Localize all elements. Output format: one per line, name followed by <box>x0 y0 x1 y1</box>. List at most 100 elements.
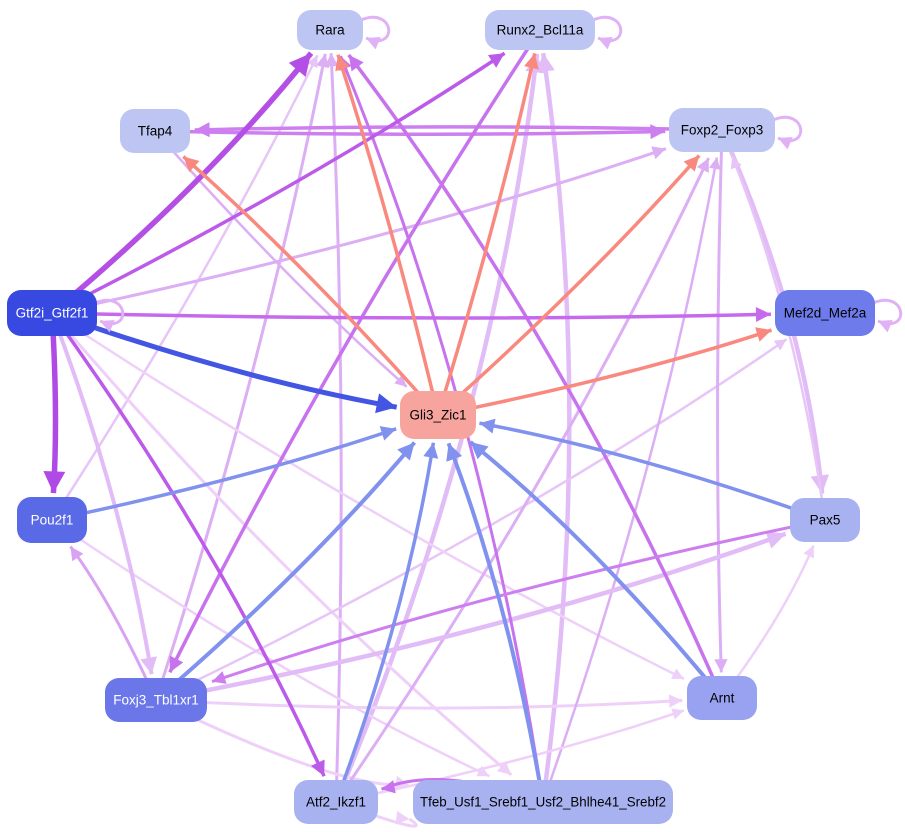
edge-arrowhead <box>714 659 728 673</box>
node-shape-atf2[interactable] <box>294 780 378 824</box>
edge-arrowhead <box>765 531 786 549</box>
edge-arrowhead <box>324 53 339 67</box>
node-shape-gli3[interactable] <box>400 391 476 439</box>
node-shape-runx2[interactable] <box>485 10 595 50</box>
edge-arrowhead <box>650 124 666 140</box>
edge-foxp2-tfap4 <box>194 125 723 132</box>
node-gli3[interactable]: Gli3_Zic1 <box>400 391 476 439</box>
edge-tfeb-gli3 <box>446 442 545 803</box>
edge-gtf2i-atf2 <box>50 311 326 777</box>
edge-gtf2i-runx2 <box>51 51 506 315</box>
edge-gtf2i-pou2f1 <box>49 312 59 494</box>
edge-arrowhead <box>335 54 350 72</box>
edge-arrowhead <box>479 418 496 434</box>
edge-arrowhead <box>100 319 115 333</box>
node-pou2f1[interactable]: Pou2f1 <box>17 497 87 543</box>
edge-atf2-gli3 <box>334 442 436 803</box>
node-shape-gtf2i[interactable] <box>7 290 97 336</box>
edge-arrowhead <box>348 54 364 72</box>
self-loop-mef2d <box>872 299 903 325</box>
edge-arrowhead <box>524 53 539 70</box>
edge-arrowhead <box>470 442 489 460</box>
edge-gli3-foxp2 <box>436 154 701 417</box>
edge-foxj3-gli3 <box>154 441 417 702</box>
node-shape-tfeb[interactable] <box>413 780 673 824</box>
edge-gtf2i-arnt <box>51 311 685 681</box>
edge-gtf2i-foxp2 <box>51 147 667 315</box>
edge-arrowhead <box>598 36 613 50</box>
node-shape-pax5[interactable] <box>790 498 860 542</box>
edge-pou2f1-rara <box>50 54 319 521</box>
node-atf2[interactable]: Atf2_Ikzf1 <box>294 780 378 824</box>
node-tfeb[interactable]: Tfeb_Usf1_Srebf1_Usf2_Bhlhe41_Srebf2 <box>413 780 673 824</box>
edge-arrowhead <box>307 55 318 69</box>
edge-arrowhead <box>755 327 772 342</box>
edge-arrowhead <box>476 765 490 777</box>
edge-foxp2-arnt <box>716 129 724 673</box>
edge-arrowhead <box>708 157 721 170</box>
edge-arrowhead <box>70 546 84 562</box>
edge-arrowhead <box>671 668 684 679</box>
edge-tfeb-foxp2 <box>541 157 719 803</box>
node-foxj3[interactable]: Foxj3_Tbl1xr1 <box>105 678 207 722</box>
edge-pou2f1-tfeb <box>51 518 490 778</box>
edge-arrowhead <box>310 759 325 777</box>
edge-arrowhead <box>395 810 410 825</box>
edge-arrowhead <box>496 761 512 775</box>
edge-arrowhead <box>730 156 742 170</box>
node-shape-foxj3[interactable] <box>105 678 207 722</box>
edge-atf2-foxp2 <box>334 157 710 803</box>
edge-pou2f1-gli3 <box>51 427 397 522</box>
edge-gli3-runx2 <box>436 52 537 416</box>
edge-arrowhead <box>878 319 893 333</box>
node-shape-arnt[interactable] <box>687 676 757 720</box>
edge-arnt-gli3 <box>469 440 724 700</box>
edge-arrowhead <box>671 708 684 720</box>
edge-arrowhead <box>651 146 666 160</box>
edge-gli3-tfap4 <box>182 155 440 417</box>
node-arnt[interactable]: Arnt <box>687 676 757 720</box>
node-shape-tfap4[interactable] <box>120 109 190 153</box>
node-shape-rara[interactable] <box>297 10 363 50</box>
edge-atf2-rara <box>329 53 343 803</box>
edge-gtf2i-foxj3 <box>50 312 154 675</box>
edge-arrowhead <box>394 374 407 387</box>
edge-tfap4-foxp2 <box>154 129 666 136</box>
edge-arrowhead <box>43 470 66 494</box>
edge-arrowhead <box>696 158 709 173</box>
edge-arrowhead <box>169 655 184 673</box>
node-pax5[interactable]: Pax5 <box>790 498 860 542</box>
edge-arrowhead <box>288 53 312 77</box>
self-loop-rara <box>360 16 391 42</box>
node-foxp2[interactable]: Foxp2_Foxp3 <box>669 108 775 152</box>
edge-gtf2i-gli3 <box>51 310 398 410</box>
edge-arrowhead <box>316 53 330 69</box>
node-tfap4[interactable]: Tfap4 <box>120 109 190 153</box>
edge-arrowhead <box>212 671 227 684</box>
node-gtf2i[interactable]: Gtf2i_Gtf2f1 <box>7 290 97 336</box>
edge-arrowhead <box>397 442 415 461</box>
node-shape-foxp2[interactable] <box>669 108 775 152</box>
edge-gli3-mef2d <box>437 328 773 417</box>
edge-pax5-gli3 <box>479 421 826 522</box>
edge-foxj3-arnt <box>155 698 683 710</box>
edge-tfeb-runx2 <box>540 52 572 803</box>
edge-gtf2i-mef2d <box>51 311 771 320</box>
edge-foxj3-mef2d <box>155 338 788 702</box>
edge-gtf2i-rara <box>50 51 314 316</box>
edge-arrowhead <box>803 545 814 559</box>
node-runx2[interactable]: Runx2_Bcl11a <box>485 10 595 50</box>
node-shape-pou2f1[interactable] <box>17 497 87 543</box>
edge-arrowhead <box>423 442 439 459</box>
edge-arrowhead <box>140 656 157 675</box>
node-shape-mef2d[interactable] <box>775 290 875 336</box>
self-loop-runx2 <box>592 16 623 42</box>
edge-arrowhead <box>194 122 210 138</box>
edge-pax5-foxj3 <box>211 518 826 684</box>
edge-foxj3-pax5 <box>155 531 787 703</box>
edge-gtf2i-tfeb <box>50 312 513 777</box>
node-mef2d[interactable]: Mef2d_Mef2a <box>775 290 875 336</box>
edge-arnt-pax5 <box>721 544 815 699</box>
edge-arrowhead <box>755 306 771 323</box>
node-rara[interactable]: Rara <box>297 10 363 50</box>
